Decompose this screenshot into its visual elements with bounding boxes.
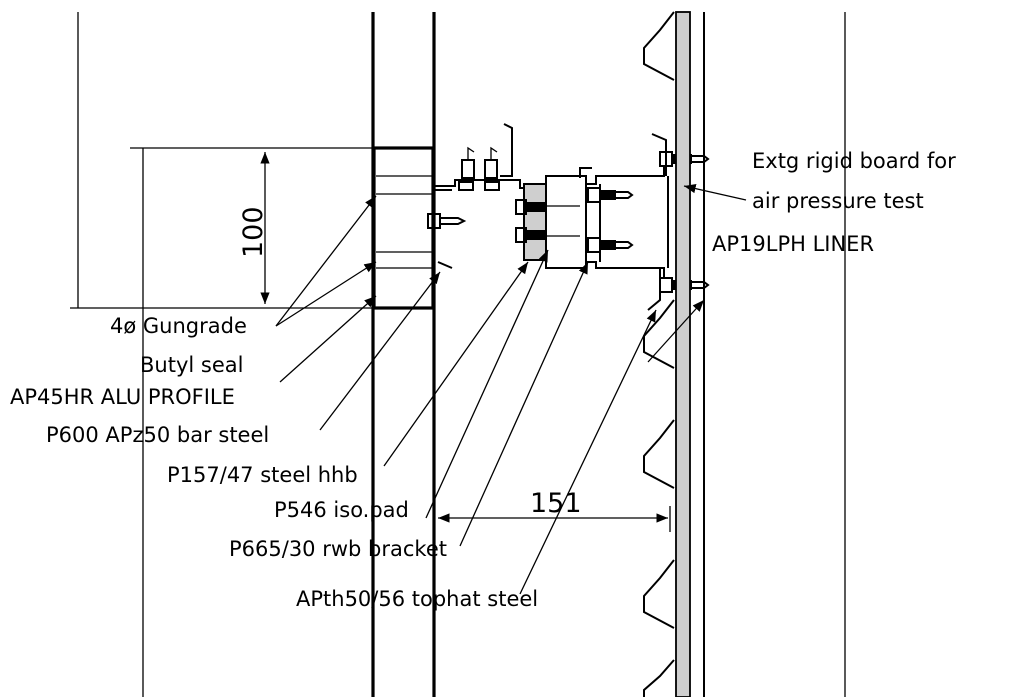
dimension-151-label: 151 [530,488,582,519]
label-board-line2: air pressure test [752,189,924,213]
label-bar-steel: P600 APz50 bar steel [46,423,269,447]
bar-steel [434,123,526,269]
label-gungrade: 4ø Gungrade [110,314,247,338]
rwb-bracket [586,166,665,278]
label-tophat-steel: APth50/56 tophat steel [296,587,538,611]
label-butyl-seal: Butyl seal [140,353,243,377]
label-alu-profile: AP45HR ALU PROFILE [10,385,235,409]
label-steel-hhb: P157/47 steel hhb [167,463,358,487]
screw-fixings-top [458,146,500,191]
screw-fixing-profile [427,213,467,229]
horizontal-dimension [433,506,671,532]
label-iso-pad: P546 iso.pad [274,498,409,522]
iso-pad-block [523,167,592,269]
label-liner: AP19LPH LINER [712,232,874,256]
hhb-bolts [515,199,580,243]
label-board-line1: Extg rigid board for [752,149,956,173]
mullion-outline [371,12,436,697]
liner-profile [643,11,675,697]
alu-profile-box [372,146,435,310]
rigid-board [675,11,846,697]
dimension-100-label: 100 [238,206,269,258]
label-rwb-bracket: P665/30 rwb bracket [229,537,447,561]
vertical-dimension [70,12,373,697]
leader-lines [275,184,747,595]
